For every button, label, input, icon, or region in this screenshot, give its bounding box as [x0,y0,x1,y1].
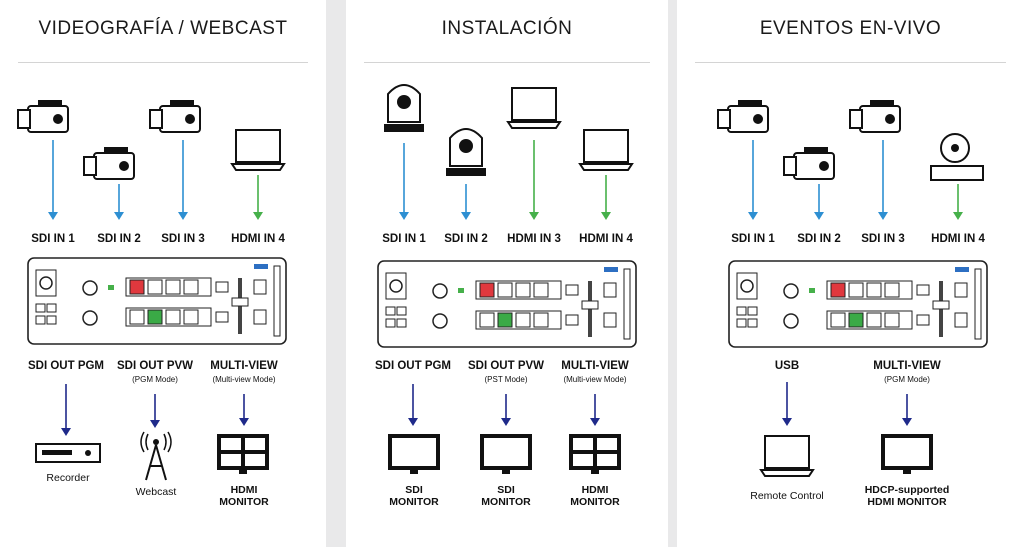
input-label: HDMI IN 4 [579,233,633,245]
panel-graphic [717,100,988,477]
recorder-icon [35,443,101,463]
input-label: SDI IN 2 [97,233,141,245]
divider [695,62,1006,63]
destination-label: SDI MONITOR [481,484,531,508]
output-label: SDI OUT PVW [467,360,545,372]
video-camera-icon [83,147,135,180]
input-label: SDI IN 2 [444,233,488,245]
output-arrow [61,384,249,436]
video-camera-icon [17,100,69,133]
monitor-icon [881,434,933,474]
output-label: SDI OUT PGM [374,360,452,372]
multiview-monitor-icon [569,434,621,474]
switcher-device [27,257,287,345]
destination-label: SDI MONITOR [389,484,439,508]
laptop-icon [759,435,815,477]
input-label: HDMI IN 3 [507,233,561,245]
output-label: MULTI-VIEW [210,360,278,372]
panel-instalacion: INSTALACIÓN [346,0,668,547]
input-label: SDI IN 1 [731,233,775,245]
switcher-device [377,260,637,348]
output-mode: (Multi-view Mode) [212,375,276,384]
ptz-camera-icon [446,128,486,176]
input-arrow [48,140,263,220]
media-player-icon [930,133,984,181]
monitor-icon [480,434,532,474]
destination-label: Webcast [135,486,177,498]
input-arrow [748,140,963,220]
destination-label: Recorder [46,472,90,484]
laptop-icon [578,129,634,171]
panel-graphic [377,84,637,474]
ptz-camera-icon [384,84,424,132]
output-label: MULTI-VIEW [561,360,629,372]
output-arrow [782,382,912,426]
output-mode: (PGM Mode) [132,375,178,384]
input-label: SDI IN 3 [861,233,905,245]
panel-videografia: VIDEOGRAFÍA / WEBCAST [0,0,326,547]
divider [18,62,308,63]
input-label: SDI IN 3 [161,233,205,245]
video-camera-icon [783,147,835,180]
output-arrow [408,384,600,426]
output-label: USB [774,360,800,372]
output-label: SDI OUT PGM [27,360,105,372]
panel-title: VIDEOGRAFÍA / WEBCAST [38,18,288,39]
destination-label: HDMI MONITOR [219,484,269,508]
destination-label: HDMI MONITOR [570,484,620,508]
destination-label: HDCP-supported HDMI MONITOR [864,484,950,508]
panel-eventos: EVENTOS EN-VIVO [677,0,1024,547]
switcher-device [728,260,988,348]
monitor-icon [388,434,440,474]
input-arrow [399,140,611,220]
output-label: MULTI-VIEW [873,360,941,372]
output-mode: (Multi-view Mode) [563,375,627,384]
panel-title: INSTALACIÓN [441,18,573,39]
input-label: HDMI IN 4 [931,233,985,245]
output-mode: (PGM Mode) [884,375,930,384]
video-camera-icon [149,100,201,133]
panel-title: EVENTOS EN-VIVO [759,18,942,39]
panel-graphic [17,100,287,481]
laptop-icon [506,87,562,129]
destination-label: Remote Control [750,490,824,502]
video-camera-icon [717,100,769,133]
video-camera-icon [849,100,901,133]
multiview-monitor-icon [217,434,269,474]
output-mode: (PST Mode) [484,375,528,384]
input-label: HDMI IN 4 [231,233,285,245]
divider [364,62,650,63]
output-label: SDI OUT PVW [116,360,194,372]
laptop-icon [230,129,286,171]
input-label: SDI IN 1 [31,233,75,245]
input-label: SDI IN 2 [797,233,841,245]
input-label: SDI IN 1 [382,233,426,245]
antenna-icon [140,431,172,481]
